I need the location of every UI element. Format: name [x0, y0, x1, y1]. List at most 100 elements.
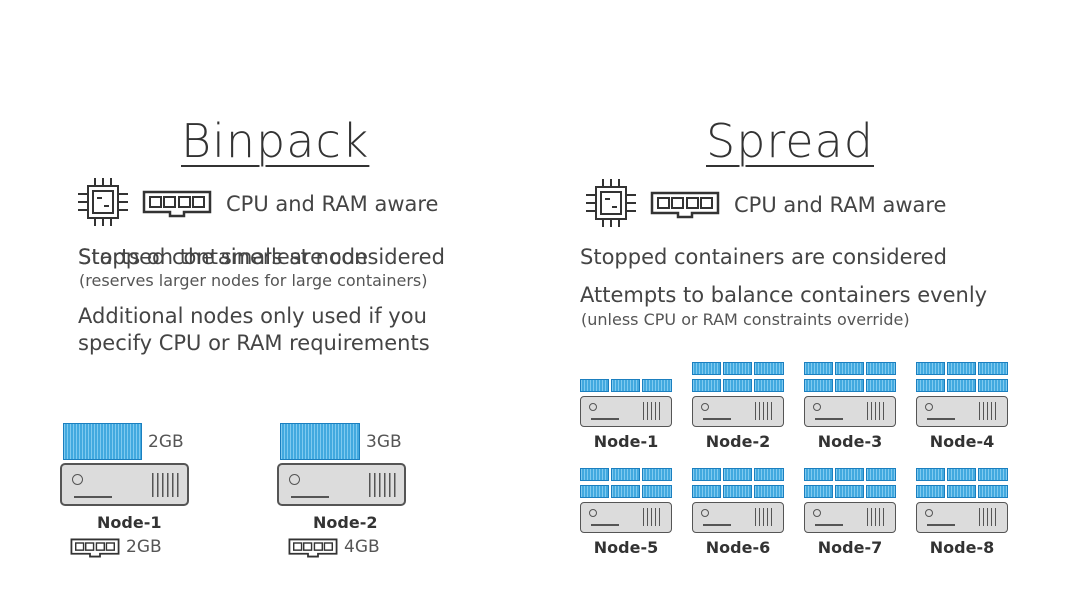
container-row [580, 468, 672, 481]
container-icon [835, 379, 864, 392]
container-icon [754, 485, 784, 498]
container-icon [580, 485, 609, 498]
binpack-container-1-size: 2GB [148, 432, 184, 452]
container-icon [611, 485, 640, 498]
container-icon [723, 485, 752, 498]
binpack-node-2-ram: 4GB [344, 537, 380, 557]
container-row [580, 485, 672, 498]
cpu-icon [78, 178, 128, 226]
container-icon [642, 379, 672, 392]
ram-icon [650, 191, 720, 219]
container-row [804, 362, 896, 375]
server-icon [580, 502, 672, 533]
container-row [916, 362, 1008, 375]
container-icon [692, 468, 721, 481]
container-icon [978, 485, 1008, 498]
server-icon [692, 396, 784, 427]
container-row [692, 485, 784, 498]
container-icon [642, 485, 672, 498]
binpack-server-2 [277, 463, 406, 506]
binpack-line1-sub: (reserves larger nodes for large contain… [79, 271, 428, 290]
container-row [692, 468, 784, 481]
ram-icon [288, 538, 338, 558]
binpack-container-2-size: 3GB [366, 432, 402, 452]
server-icon [580, 396, 672, 427]
container-icon [723, 362, 752, 375]
container-icon [692, 379, 721, 392]
binpack-server-1 [60, 463, 189, 506]
spread-node-label: Node-3 [817, 432, 883, 451]
container-icon [978, 362, 1008, 375]
binpack-node-2-label: Node-2 [313, 513, 378, 532]
container-row [692, 362, 784, 375]
server-icon [916, 396, 1008, 427]
container-icon [916, 485, 945, 498]
container-icon [804, 379, 833, 392]
ram-icon [70, 538, 120, 558]
container-row [580, 379, 672, 392]
container-icon [947, 362, 976, 375]
container-icon [866, 362, 896, 375]
spread-line2: Attempts to balance containers evenly [580, 283, 988, 307]
container-icon [978, 379, 1008, 392]
spread-title: Spread [706, 114, 874, 168]
spread-node-label: Node-2 [705, 432, 771, 451]
container-icon [916, 379, 945, 392]
container-icon [692, 362, 721, 375]
binpack-title: Binpack [181, 114, 370, 168]
cpu-icon [586, 179, 636, 227]
server-icon [804, 502, 896, 533]
container-icon [611, 468, 640, 481]
container-row [804, 468, 896, 481]
container-icon [804, 468, 833, 481]
binpack-container-1 [63, 423, 142, 460]
container-row [916, 468, 1008, 481]
spread-node-label: Node-8 [929, 538, 995, 557]
container-icon [804, 485, 833, 498]
container-icon [916, 468, 945, 481]
binpack-node-1-ram: 2GB [126, 537, 162, 557]
container-icon [835, 362, 864, 375]
spread-line2-sub: (unless CPU or RAM constraints override) [581, 310, 910, 329]
binpack-node-1-label: Node-1 [97, 513, 162, 532]
container-icon [947, 485, 976, 498]
container-icon [804, 362, 833, 375]
binpack-line1b: Stopped containers are considered [78, 245, 445, 269]
container-icon [835, 485, 864, 498]
spread-node-label: Node-5 [593, 538, 659, 557]
container-row [804, 379, 896, 392]
spread-node-label: Node-4 [929, 432, 995, 451]
server-icon [804, 396, 896, 427]
container-icon [835, 468, 864, 481]
spread-node-label: Node-1 [593, 432, 659, 451]
binpack-line2: Additional nodes only used if you [78, 304, 427, 328]
container-icon [723, 379, 752, 392]
container-icon [580, 379, 609, 392]
container-icon [947, 468, 976, 481]
container-icon [947, 379, 976, 392]
binpack-container-2 [280, 423, 360, 460]
spread-node-label: Node-7 [817, 538, 883, 557]
container-row [692, 379, 784, 392]
container-icon [866, 485, 896, 498]
binpack-cpu-ram-label: CPU and RAM aware [226, 192, 439, 216]
binpack-line1a: Starts on the smallest node [78, 245, 369, 269]
spread-node-label: Node-6 [705, 538, 771, 557]
server-icon [692, 502, 784, 533]
container-icon [580, 468, 609, 481]
container-icon [978, 468, 1008, 481]
container-icon [754, 468, 784, 481]
spread-line1: Stopped containers are considered [580, 245, 947, 269]
container-icon [754, 379, 784, 392]
spread-cpu-ram-label: CPU and RAM aware [734, 193, 947, 217]
container-row [916, 485, 1008, 498]
container-icon [866, 468, 896, 481]
container-icon [692, 485, 721, 498]
ram-icon [142, 190, 212, 218]
server-icon [916, 502, 1008, 533]
container-row [916, 379, 1008, 392]
container-icon [642, 468, 672, 481]
container-row [804, 485, 896, 498]
container-icon [611, 379, 640, 392]
binpack-line3: specify CPU or RAM requirements [78, 331, 430, 355]
